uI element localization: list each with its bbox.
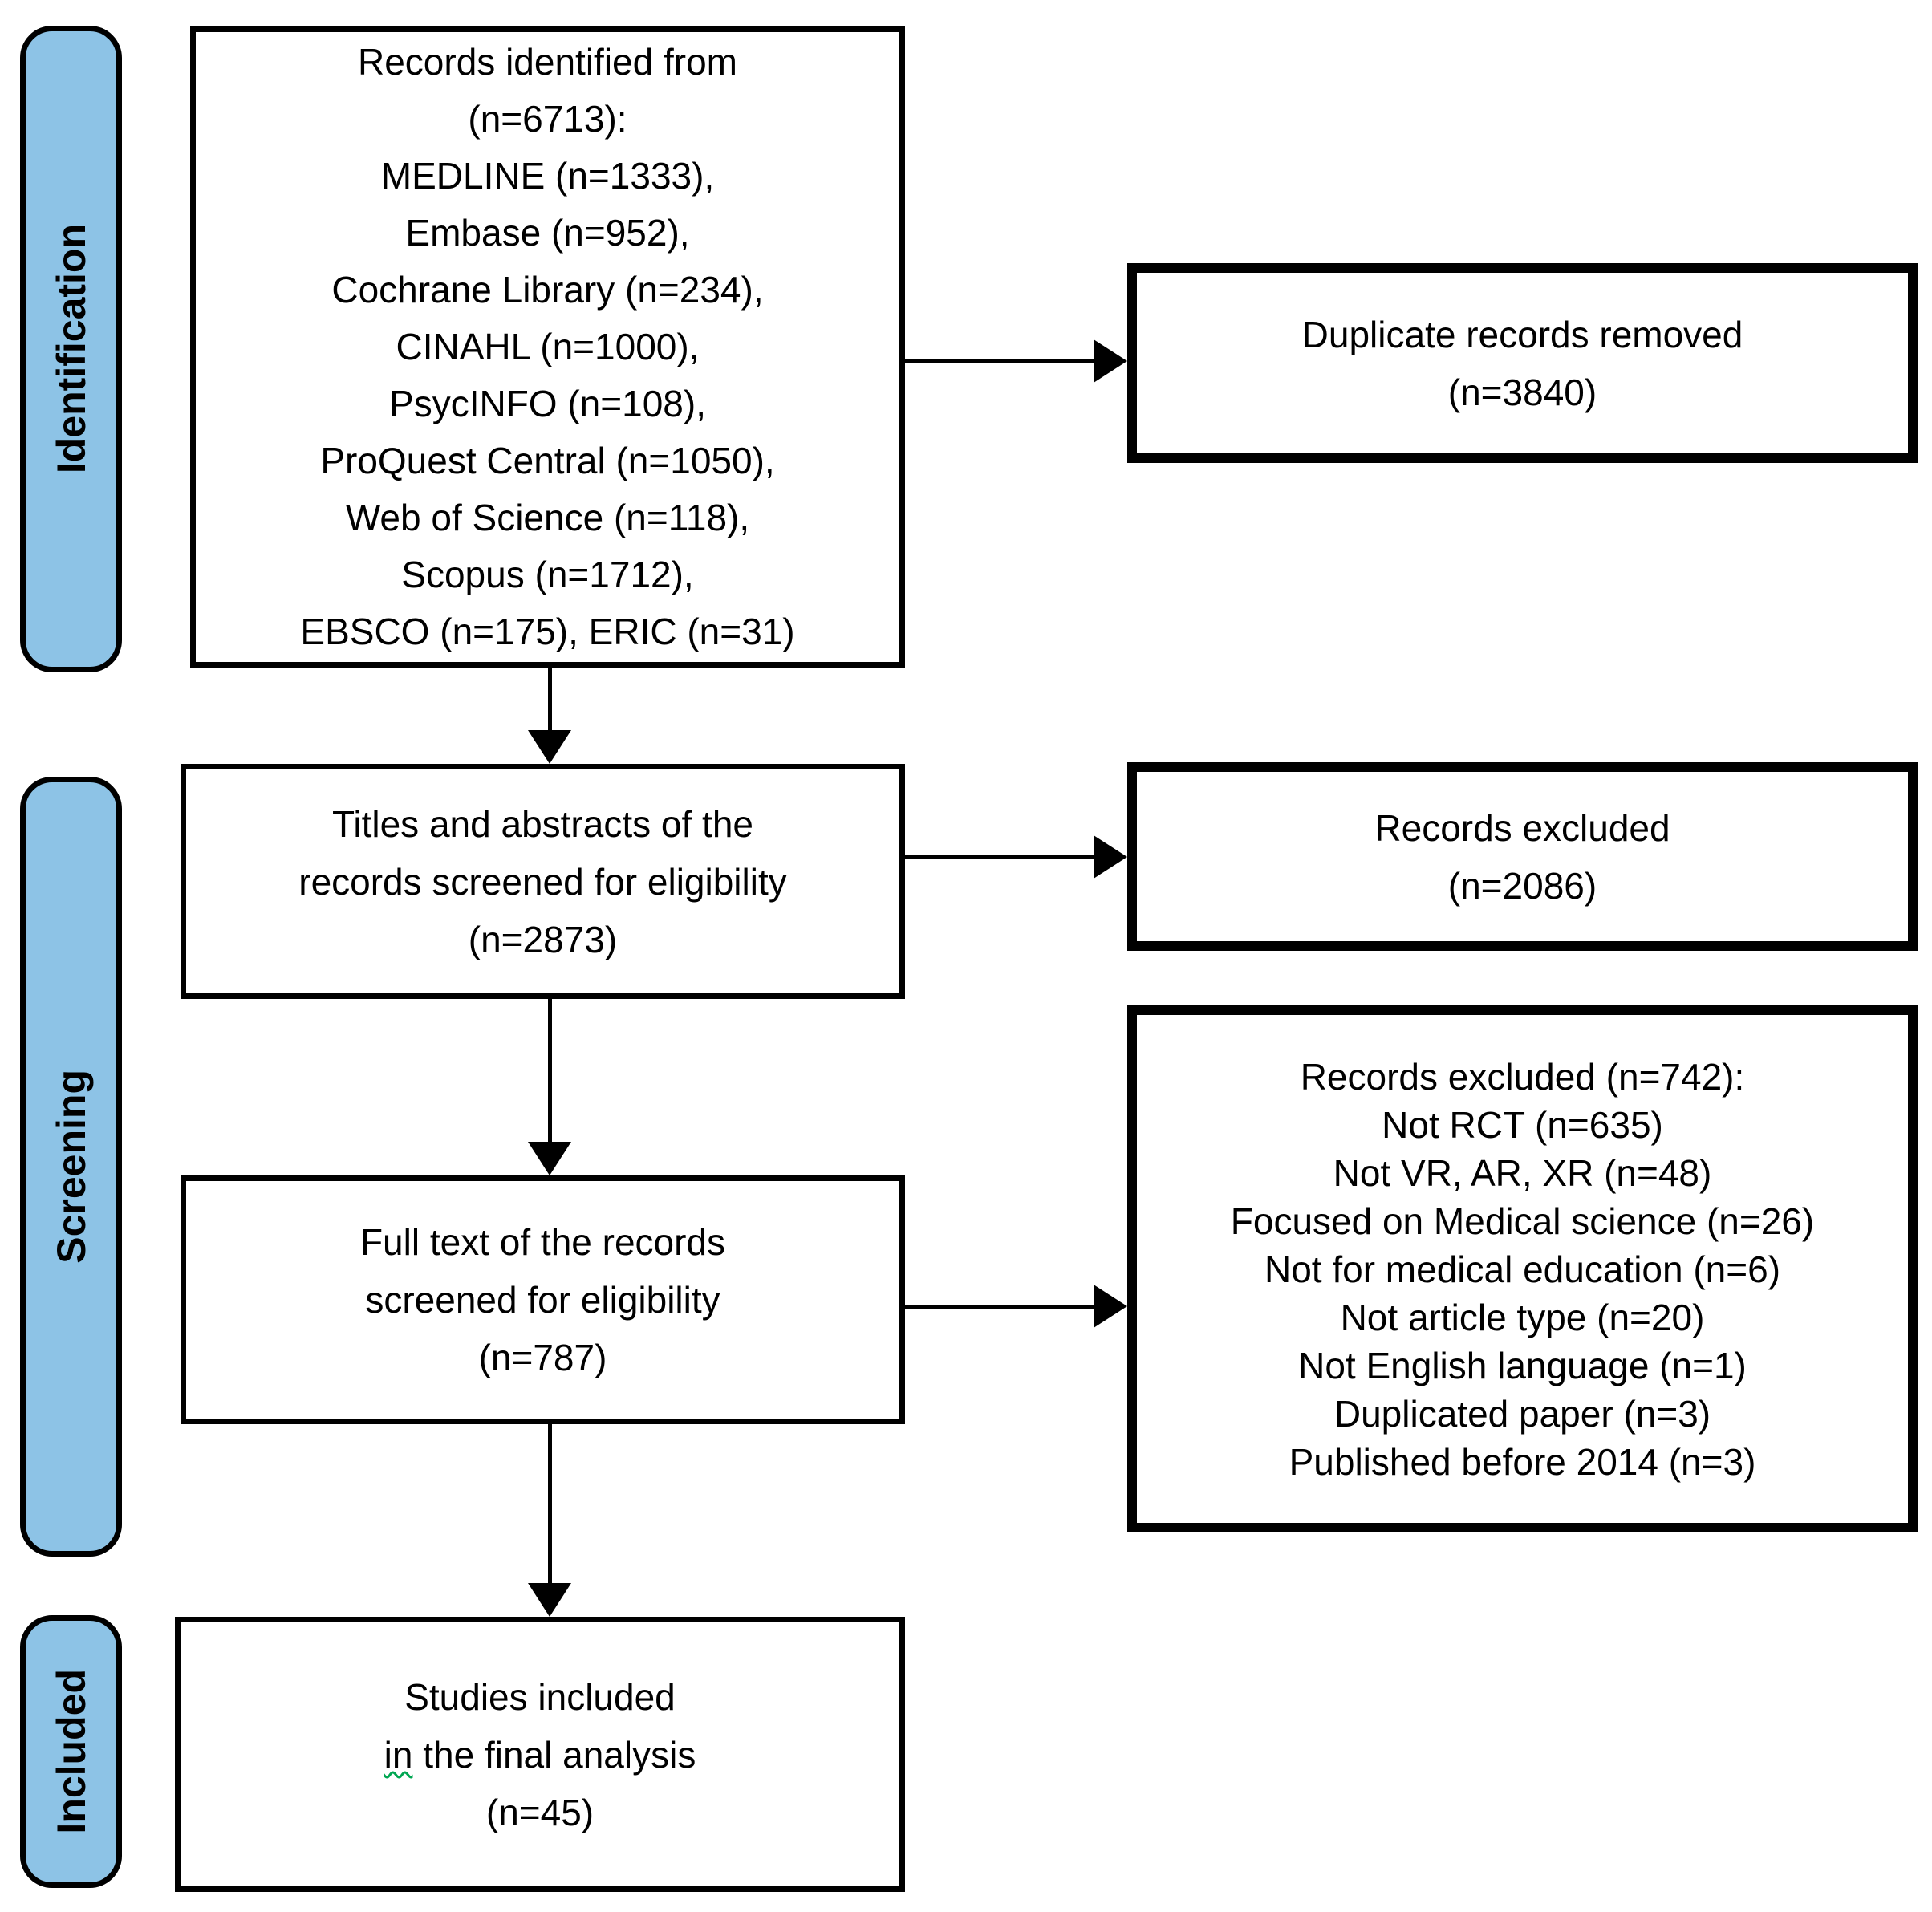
box-text-line: Studies included: [404, 1675, 676, 1718]
box-text-line: (n=45): [485, 1791, 595, 1833]
box-text-line: Web of Science (n=118),: [345, 497, 750, 538]
box-text-line: Full text of the records: [359, 1221, 726, 1263]
arrow-titles-to-excluded-line: [905, 855, 1099, 859]
box-text-line: Records excluded: [1374, 806, 1670, 849]
arrow-titles-to-fulltext-line: [548, 999, 552, 1147]
arrow-fulltext-to-included-head: [528, 1583, 571, 1617]
box-text-line: in the final analysis: [384, 1726, 696, 1784]
box-text-line: CINAHL (n=1000),: [396, 326, 700, 367]
arrow-identified-to-titles-head: [528, 730, 571, 764]
stage-included: Included: [20, 1615, 122, 1888]
box-text-line: Titles and abstracts of the: [331, 802, 753, 845]
box-text-line: records screened for eligibility: [298, 860, 787, 903]
stage-identification-label: Identification: [48, 224, 94, 474]
fulltext-screened-box: Full text of the records screened for el…: [181, 1175, 905, 1424]
studies-included-box: Studies included in the final analysis (…: [175, 1617, 905, 1892]
box-text-fragment: the final analysis: [412, 1733, 696, 1776]
arrow-identified-to-duplicates-head: [1094, 339, 1127, 383]
box-text-line: MEDLINE (n=1333),: [380, 155, 715, 197]
box-text-line: Not RCT (n=635): [1382, 1103, 1663, 1146]
duplicates-removed-box: Duplicate records removed (n=3840): [1127, 263, 1918, 463]
box-text-line: Cochrane Library (n=234),: [331, 269, 764, 311]
box-text-line: Scopus (n=1712),: [401, 554, 694, 595]
arrow-titles-to-fulltext-head: [528, 1142, 571, 1175]
stage-screening-label: Screening: [48, 1070, 94, 1264]
arrow-fulltext-to-included-line: [548, 1424, 552, 1589]
box-text-line: (n=787): [478, 1337, 607, 1378]
box-text-line: (n=2086): [1447, 864, 1597, 907]
box-text-line: Not for medical education (n=6): [1264, 1248, 1781, 1290]
arrow-identified-to-duplicates-line: [905, 359, 1099, 363]
box-text-line: PsycINFO (n=108),: [389, 383, 706, 424]
box-text-line: Focused on Medical science (n=26): [1230, 1200, 1815, 1242]
records-excluded-fulltext-box: Records excluded (n=742): Not RCT (n=635…: [1127, 1005, 1918, 1532]
arrow-identified-to-titles-line: [548, 668, 552, 736]
arrow-fulltext-to-excluded-head: [1094, 1285, 1127, 1328]
box-text-line: EBSCO (n=175), ERIC (n=31): [300, 611, 795, 652]
box-text-line: (n=6713):: [468, 98, 627, 140]
stage-screening: Screening: [20, 777, 122, 1557]
box-text-line: (n=3840): [1447, 371, 1597, 413]
box-text-line: ProQuest Central (n=1050),: [320, 440, 775, 481]
box-text-line: Published before 2014 (n=3): [1289, 1440, 1756, 1483]
box-text-line: Records identified from: [358, 41, 737, 83]
stage-included-label: Included: [48, 1669, 94, 1834]
arrow-fulltext-to-excluded-line: [905, 1305, 1099, 1309]
box-text-line: Not article type (n=20): [1340, 1296, 1705, 1338]
records-excluded-screening-box: Records excluded (n=2086): [1127, 762, 1918, 951]
box-text-line: Not VR, AR, XR (n=48): [1333, 1151, 1712, 1194]
box-text-line: Records excluded (n=742):: [1300, 1055, 1745, 1098]
records-identified-box: Records identified from (n=6713): MEDLIN…: [190, 26, 905, 668]
box-text-line: screened for eligibility: [365, 1279, 720, 1321]
stage-identification: Identification: [20, 26, 122, 672]
box-text-line: (n=2873): [468, 918, 618, 960]
box-text-line: Duplicated paper (n=3): [1333, 1392, 1711, 1435]
titles-abstracts-screened-box: Titles and abstracts of the records scre…: [181, 764, 905, 999]
box-text-line: Not English language (n=1): [1298, 1344, 1747, 1386]
box-text-line: Embase (n=952),: [405, 212, 690, 254]
arrow-titles-to-excluded-head: [1094, 835, 1127, 879]
box-text-line: Duplicate records removed: [1301, 313, 1743, 355]
spellcheck-underlined-word: in: [384, 1733, 413, 1776]
